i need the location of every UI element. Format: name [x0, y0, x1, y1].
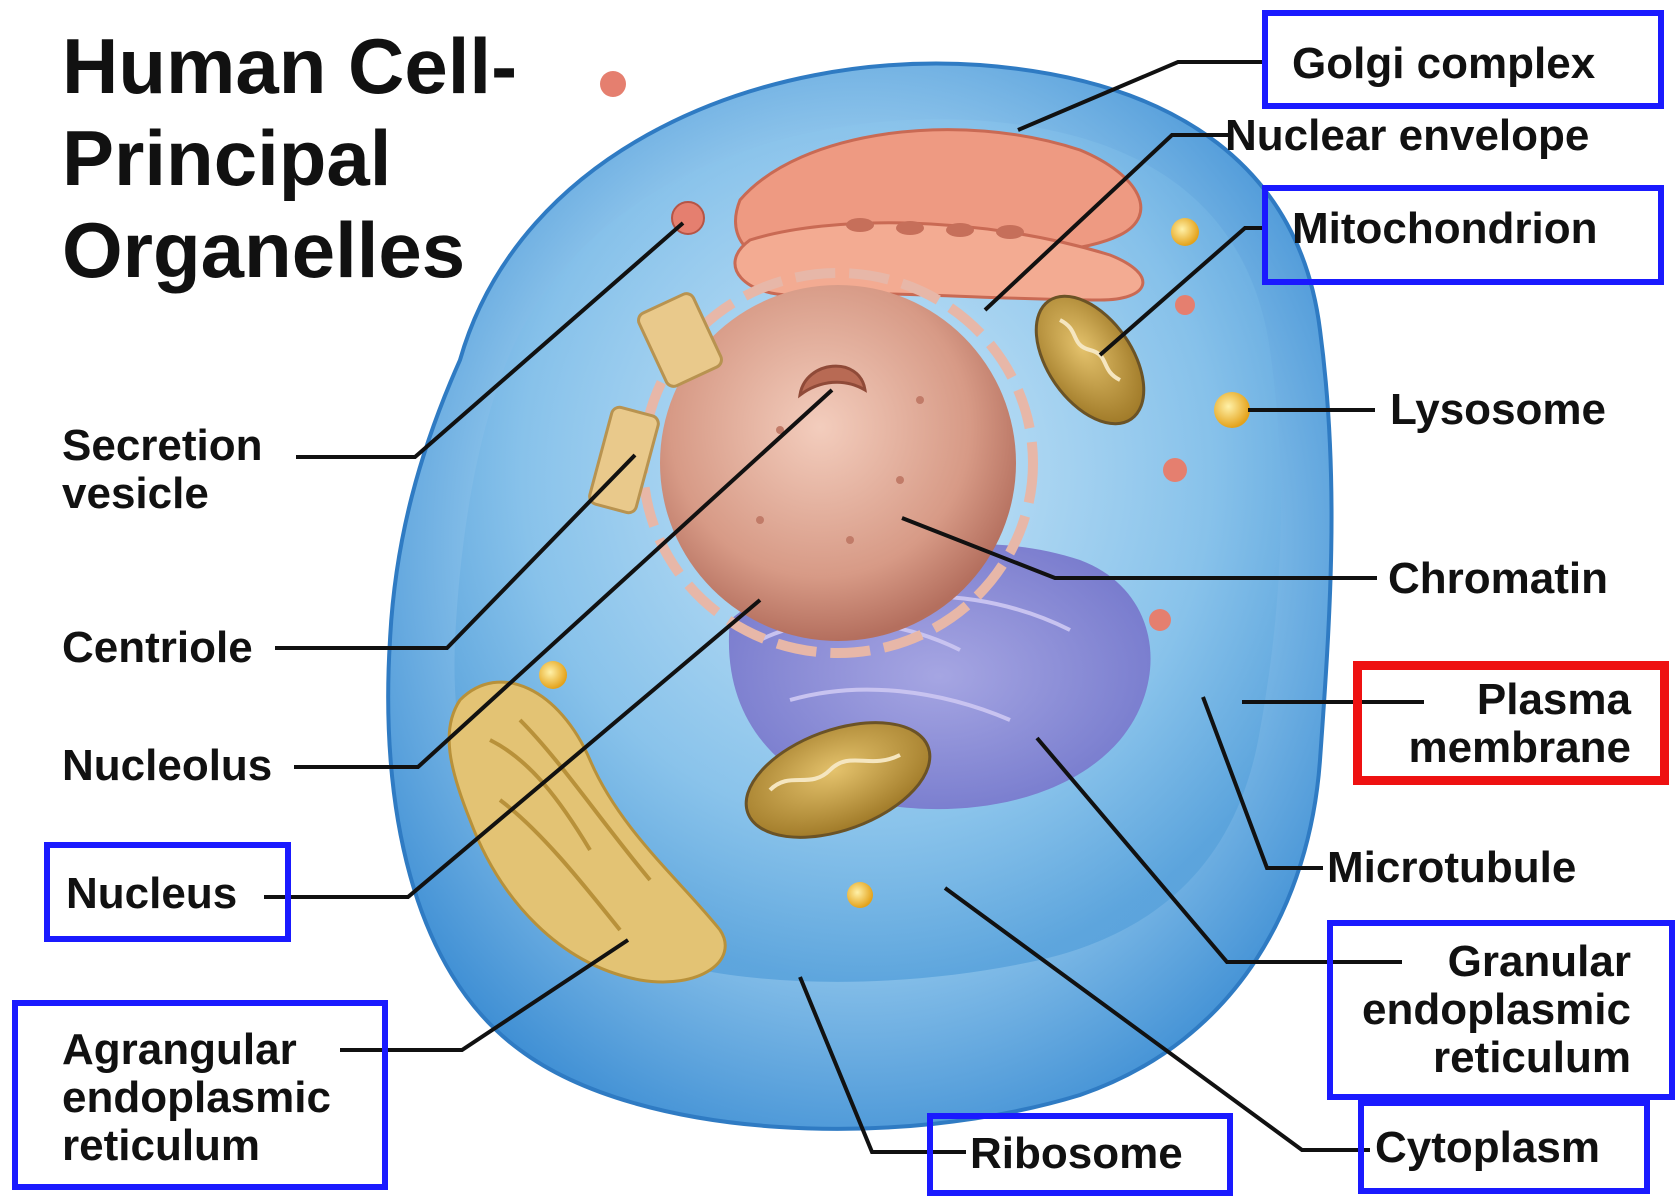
title-line-1: Human Cell- [62, 22, 517, 110]
label-nucleus: Nucleus [66, 870, 237, 918]
label-centriole: Centriole [62, 624, 253, 672]
label-golgi-complex: Golgi complex [1292, 40, 1595, 88]
label-granular-er-line-3: reticulum [1362, 1034, 1631, 1082]
label-lysosome: Lysosome [1390, 386, 1606, 434]
label-granular-er-line-2: endoplasmic [1362, 986, 1631, 1034]
label-mitochondrion: Mitochondrion [1292, 205, 1598, 253]
label-plasma-membrane-line-2: membrane [1408, 724, 1631, 772]
label-secretion-vesicle-line-1: Secretion [62, 422, 263, 470]
label-agranular-er-line-2: endoplasmic [62, 1074, 331, 1122]
label-chromatin: Chromatin [1388, 555, 1608, 603]
page-title: Human Cell- Principal Organelles [62, 20, 517, 296]
title-line-3: Organelles [62, 206, 465, 294]
label-cytoplasm: Cytoplasm [1375, 1124, 1600, 1172]
label-secretion-vesicle: Secretion vesicle [62, 422, 263, 518]
label-agranular-er-line-3: reticulum [62, 1122, 331, 1170]
label-agranular-er-line-1: Agrangular [62, 1026, 331, 1074]
label-nuclear-envelope: Nuclear envelope [1225, 112, 1589, 160]
label-microtubule: Microtubule [1327, 844, 1576, 892]
label-agranular-er: Agrangular endoplasmic reticulum [62, 1026, 331, 1170]
label-granular-er: Granular endoplasmic reticulum [1362, 938, 1631, 1082]
label-plasma-membrane-line-1: Plasma [1408, 676, 1631, 724]
title-line-2: Principal [62, 114, 391, 202]
label-plasma-membrane: Plasma membrane [1408, 676, 1631, 772]
label-granular-er-line-1: Granular [1362, 938, 1631, 986]
label-secretion-vesicle-line-2: vesicle [62, 470, 263, 518]
label-nucleolus: Nucleolus [62, 742, 272, 790]
label-ribosome: Ribosome [970, 1130, 1183, 1178]
